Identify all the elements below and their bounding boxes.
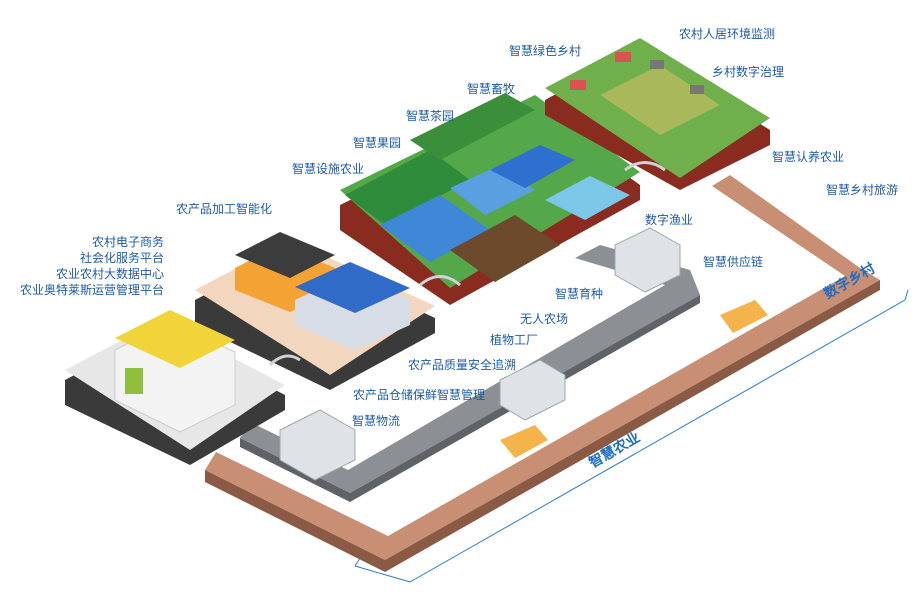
processing-platform (195, 232, 435, 390)
label-smart-green-village: 智慧绿色乡村 (509, 44, 582, 58)
label-village-digital-gov: 乡村数字治理 (712, 65, 785, 79)
village-platform (545, 38, 770, 190)
buses (500, 300, 768, 458)
label-smart-livestock: 智慧畜牧 (467, 82, 516, 96)
label-big-data-center: 农业农村大数据中心 (55, 267, 164, 281)
label-outlet-platform: 农业奥特莱斯运营管理平台 (19, 283, 164, 297)
label-smart-tea: 智慧茶园 (406, 109, 455, 123)
label-smart-orchard: 智慧果园 (353, 136, 402, 150)
label-plant-factory: 植物工厂 (490, 333, 539, 347)
ecommerce-platform (65, 310, 285, 465)
label-smart-supply-chain: 智慧供应链 (703, 255, 764, 269)
label-smart-logistics: 智慧物流 (352, 414, 401, 428)
label-social-service: 社会化服务平台 (79, 251, 164, 265)
label-smart-breeding: 智慧育种 (555, 287, 604, 301)
farm-platform (340, 93, 640, 305)
label-smart-greenhouse: 智慧设施农业 (292, 162, 365, 176)
label-smart-tourism: 智慧乡村旅游 (826, 183, 899, 197)
label-unmanned-farm: 无人农场 (520, 312, 569, 326)
label-warehouse-mgmt: 农产品仓储保鲜智慧管理 (353, 388, 486, 402)
label-digital-fishery: 数字渔业 (645, 213, 694, 227)
trucks (279, 227, 681, 481)
label-rural-env-monitor: 农村人居环境监测 (679, 27, 776, 41)
bridges (268, 161, 666, 367)
label-smart-adoption: 智慧认养农业 (772, 150, 845, 164)
label-quality-trace: 农产品质量安全追溯 (408, 358, 517, 372)
label-agri-processing: 农产品加工智能化 (176, 202, 273, 216)
label-ecommerce: 农村电子商务 (91, 235, 164, 249)
